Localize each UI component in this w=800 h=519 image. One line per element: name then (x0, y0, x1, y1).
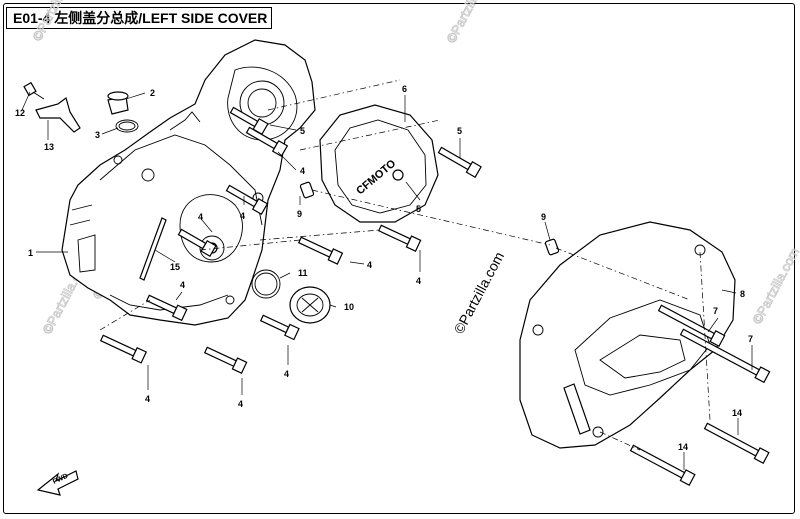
callout-5c: 5 (416, 204, 421, 214)
callout-11: 11 (298, 268, 308, 278)
callout-4c: 4 (240, 211, 245, 221)
leader-lines (21, 91, 753, 470)
watermark-faint-2: ©Partzilla.com (443, 0, 496, 45)
part-9-dowel-upper (299, 181, 315, 199)
part-2-filler-plug (107, 91, 129, 115)
watermark-faint-1: ©Partzilla.com (29, 0, 82, 43)
callout-4h: 4 (145, 394, 150, 404)
part-15-strip (139, 217, 167, 281)
part-9-dowel-lower (544, 238, 560, 256)
callout-4g: 4 (284, 369, 289, 379)
callout-2: 2 (150, 88, 155, 98)
callout-9b: 9 (541, 212, 546, 222)
part-8-sprocket-cover (519, 221, 736, 449)
callout-13: 13 (44, 142, 54, 152)
bolt-set (99, 106, 771, 487)
callout-14a: 14 (732, 408, 742, 418)
part-6-clutch-cover: CFMOTO (319, 104, 439, 223)
callout-4d: 4 (180, 280, 185, 290)
callout-4f: 4 (416, 276, 421, 286)
callout-5b: 5 (457, 126, 462, 136)
callout-15: 15 (170, 262, 180, 272)
callout-14b: 14 (678, 442, 688, 452)
diagram-code: E01-4 (13, 10, 51, 26)
fwd-arrow-icon: FWD (36, 470, 79, 496)
diagram-name: 左侧盖分总成/LEFT SIDE COVER (54, 10, 268, 26)
callout-4e: 4 (367, 260, 372, 270)
callout-9a: 9 (297, 209, 302, 219)
callout-4a: 4 (300, 166, 305, 176)
callout-7a: 7 (713, 306, 718, 316)
callout-6: 6 (402, 84, 407, 94)
callout-4i: 4 (238, 399, 243, 409)
diagram-title: E01-4 左侧盖分总成/LEFT SIDE COVER (6, 7, 272, 29)
assembly-center-lines (99, 79, 711, 451)
diagram-frame (3, 3, 795, 514)
callout-7b: 7 (748, 334, 753, 344)
part-11-o-ring (251, 269, 281, 299)
watermark-faint-4: ©Partzilla.com (749, 245, 800, 326)
callout-10: 10 (344, 302, 354, 312)
part-12-bolt (23, 81, 45, 100)
part-3-o-ring (115, 119, 139, 133)
watermark-main: ©Partzilla.com (451, 249, 508, 336)
callout-4b: 4 (198, 212, 203, 222)
callout-12: 12 (15, 108, 25, 118)
part-13-bracket (35, 96, 81, 133)
callout-5a: 5 (300, 126, 305, 136)
callout-1: 1 (28, 248, 33, 258)
callout-3: 3 (95, 130, 100, 140)
part-10-cap (289, 286, 331, 324)
callout-8: 8 (740, 289, 745, 299)
callout-labels: 1 2 3 12 13 6 5 4 5 5 9 9 8 7 7 10 11 15… (15, 84, 753, 452)
